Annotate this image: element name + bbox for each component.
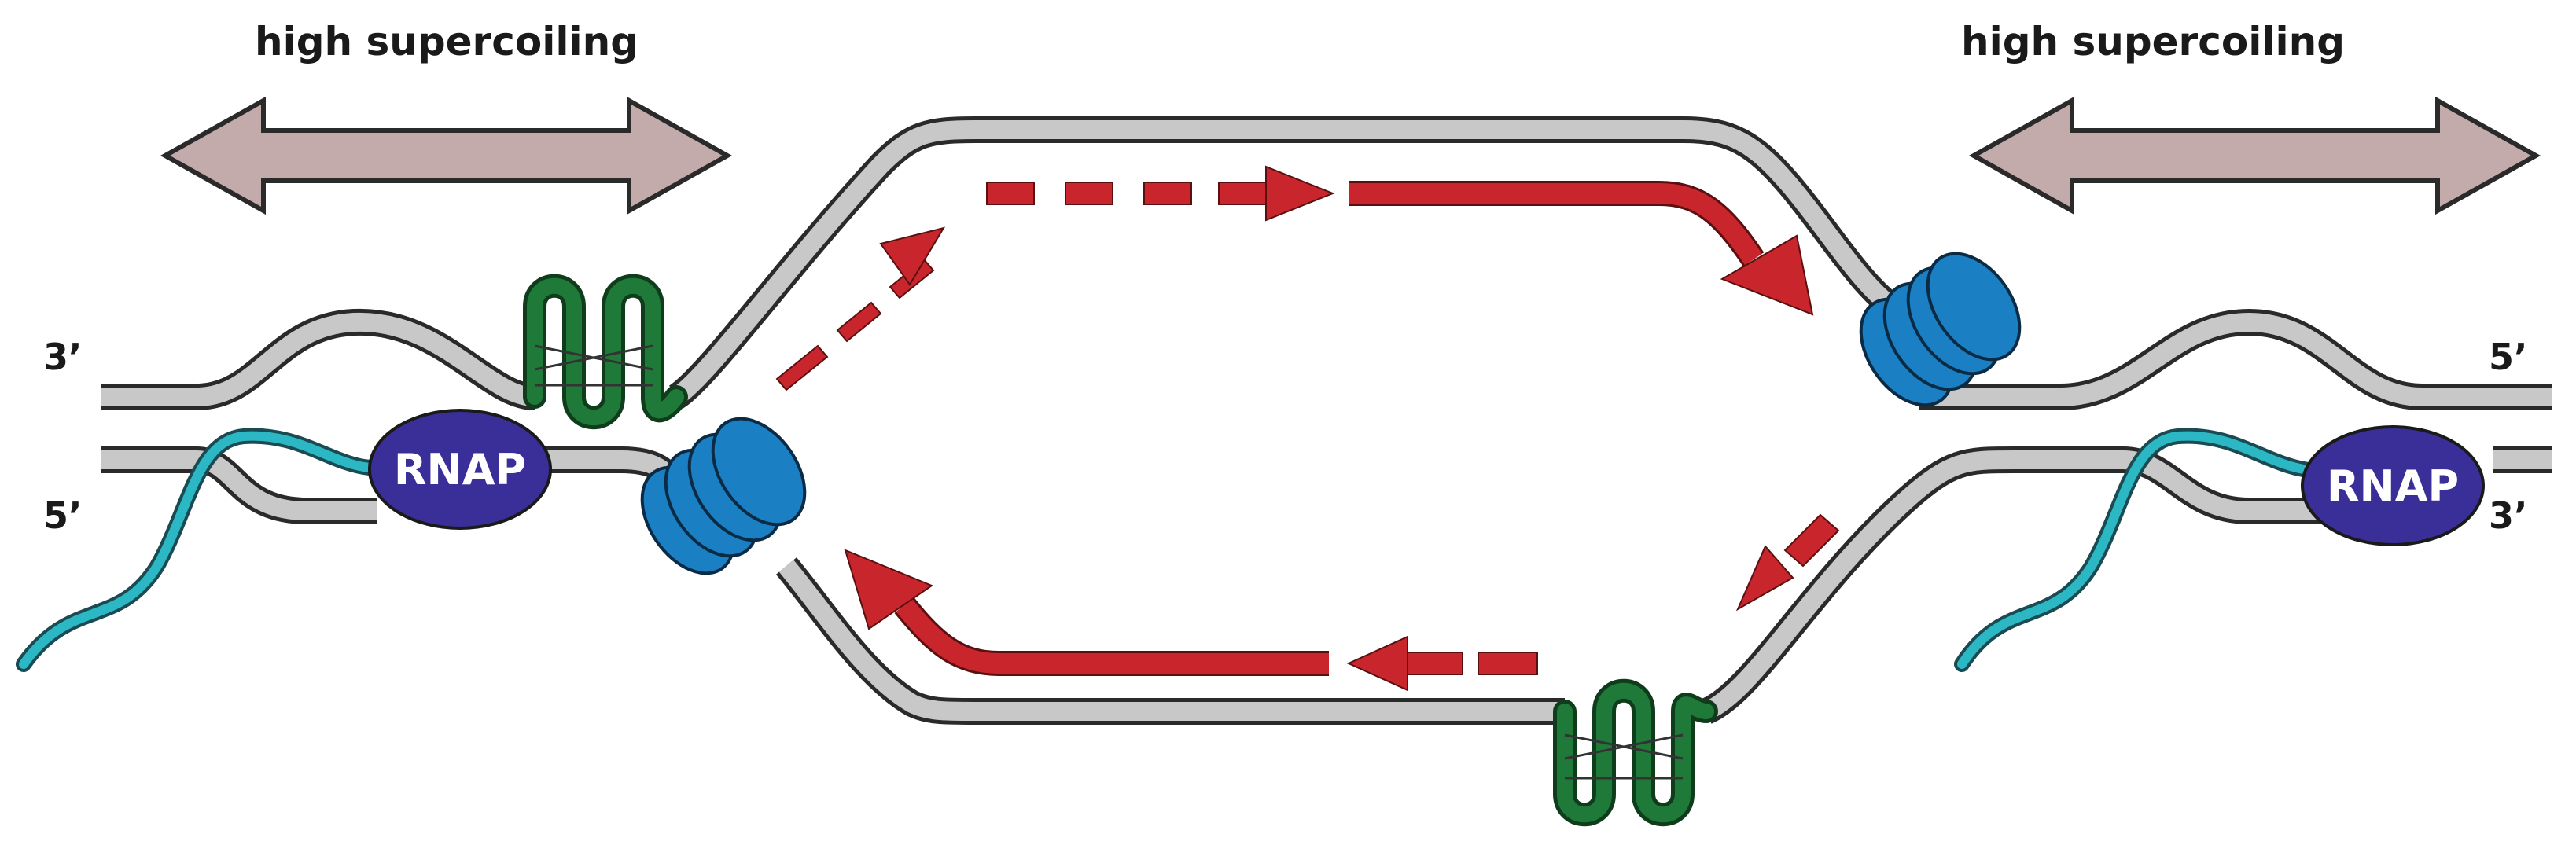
left-rnap-label: RNAP (394, 445, 526, 494)
right-rloop-structure (1553, 678, 1718, 827)
bottom-dashed-horizontal-arrow (1346, 635, 1538, 692)
top-dashed-horizontal-arrow (986, 165, 1335, 222)
left-supercoiling-arrow (160, 96, 733, 215)
right-supercoiling-label: high supercoiling (1961, 19, 2345, 64)
left-helicase (640, 417, 807, 575)
top-solid-leading-arrow (1349, 181, 1814, 316)
right-bottom-end-label: 3’ (2489, 494, 2527, 537)
left-rna-transcript (16, 428, 377, 672)
left-top-end-label: 3’ (43, 336, 82, 378)
left-bottom-end-label: 5’ (43, 494, 82, 537)
right-rnap: RNAP (2301, 425, 2485, 546)
bottom-solid-leading-arrow (844, 549, 1329, 676)
right-top-end-label: 5’ (2489, 336, 2527, 378)
right-supercoiling-arrow (1968, 96, 2541, 215)
left-rloop-structure (523, 274, 688, 430)
left-rnap: RNAP (368, 409, 552, 530)
right-helicase (1859, 252, 2022, 407)
right-rna-transcript (1954, 428, 2316, 672)
dna-bottom-right-strand (1700, 446, 2343, 724)
left-supercoiling-label: high supercoiling (255, 19, 638, 64)
top-dashed-diagonal-arrow (775, 226, 946, 391)
right-rnap-label: RNAP (2327, 461, 2459, 511)
dna-top-parental-strand (668, 116, 1911, 409)
bottom-dashed-diagonal-arrow (1735, 513, 1840, 612)
